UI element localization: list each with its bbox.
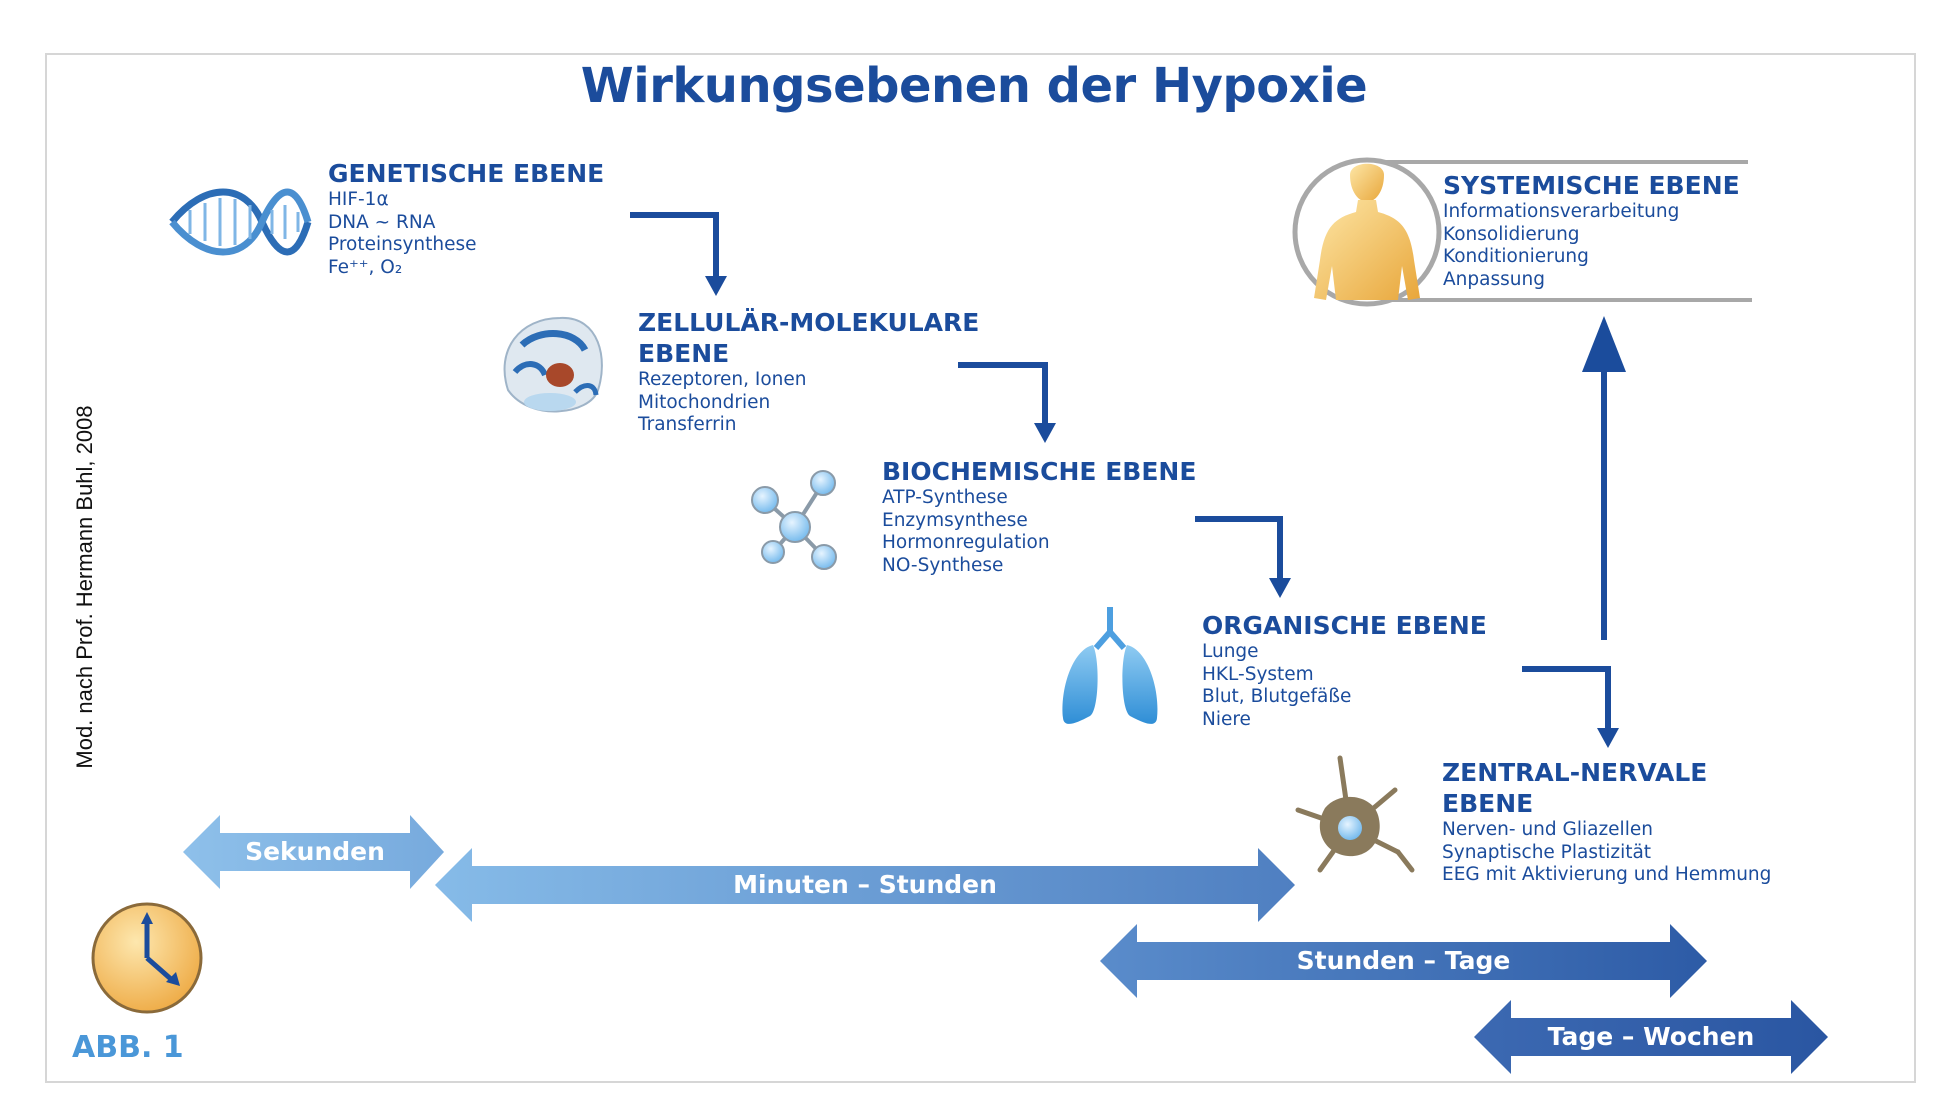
human-body-icon	[1292, 157, 1442, 307]
timescale-arrow-days-weeks	[1474, 1000, 1828, 1074]
level-items: Nerven- und Gliazellen Synaptische Plast…	[1442, 819, 1772, 885]
level-genetic: GENETISCHE EBENE HIF-1α DNA ~ RNA Protei…	[328, 158, 604, 279]
level-items: ATP-Synthese Enzymsynthese Hormonregulat…	[882, 487, 1050, 576]
arrowhead-biochemical	[1034, 423, 1056, 443]
connector-to-neural	[1522, 666, 1611, 730]
arrowhead-systemic	[1582, 316, 1626, 372]
level-neural: ZENTRAL-NERVALE EBENE Nerven- und Gliaze…	[1442, 757, 1771, 887]
level-heading: SYSTEMISCHE EBENE	[1443, 171, 1740, 200]
level-systemic: SYSTEMISCHE EBENE Informationsverarbeitu…	[1443, 170, 1740, 291]
timescale-arrow-seconds	[183, 815, 444, 889]
level-items: HIF-1α DNA ~ RNA Proteinsynthese Fe⁺⁺, O…	[328, 189, 477, 278]
timescale-arrow-minutes-hours	[435, 848, 1295, 922]
timescale-label-seconds: Sekunden	[245, 837, 385, 866]
level-items: Informationsverarbeitung Konsolidierung …	[1443, 201, 1680, 290]
diagram-title: Wirkungsebenen der Hypoxie	[580, 58, 1368, 114]
level-items: Rezeptoren, Ionen Mitochondrien Transfer…	[638, 369, 807, 435]
level-cellular: ZELLULÄR-MOLEKULARE EBENE Rezeptoren, Io…	[638, 307, 979, 437]
connector-biochemical-to-organic	[1195, 516, 1283, 580]
figure-frame	[45, 53, 1916, 1083]
level-organic: ORGANISCHE EBENE Lunge HKL-System Blut, …	[1202, 610, 1487, 731]
neuron-icon	[1295, 755, 1415, 873]
connector-genetic-to-cellular	[630, 212, 719, 278]
level-heading: GENETISCHE EBENE	[328, 159, 605, 188]
connector-cellular-to-biochemical	[958, 362, 1048, 425]
timescale-label-days-weeks: Tage – Wochen	[1547, 1022, 1755, 1051]
level-heading: BIOCHEMISCHE EBENE	[882, 457, 1197, 486]
timescale-arrow-hours-days	[1100, 924, 1707, 998]
arrowhead-neural	[1597, 728, 1619, 748]
level-heading: ZENTRAL-NERVALE EBENE	[1442, 758, 1708, 818]
level-items: Lunge HKL-System Blut, Blutgefäße Niere	[1202, 641, 1352, 730]
timescale-label-minutes-hours: Minuten – Stunden	[733, 870, 997, 899]
timescale-label-hours-days: Stunden – Tage	[1296, 946, 1511, 975]
level-heading: ORGANISCHE EBENE	[1202, 611, 1487, 640]
arrowhead-organic	[1269, 578, 1291, 598]
clock-icon	[91, 902, 203, 1014]
lungs-icon	[1062, 607, 1158, 724]
arrowhead-cellular	[705, 276, 727, 296]
cell-icon	[503, 316, 603, 413]
molecule-icon	[751, 470, 837, 570]
credit-text: Mod. nach Prof. Hermann Buhl, 2008	[72, 405, 97, 769]
figure-label: ABB. 1	[72, 1030, 184, 1065]
level-heading: ZELLULÄR-MOLEKULARE EBENE	[638, 308, 980, 368]
dna-icon	[169, 188, 312, 256]
level-biochemical: BIOCHEMISCHE EBENE ATP-Synthese Enzymsyn…	[882, 456, 1196, 577]
